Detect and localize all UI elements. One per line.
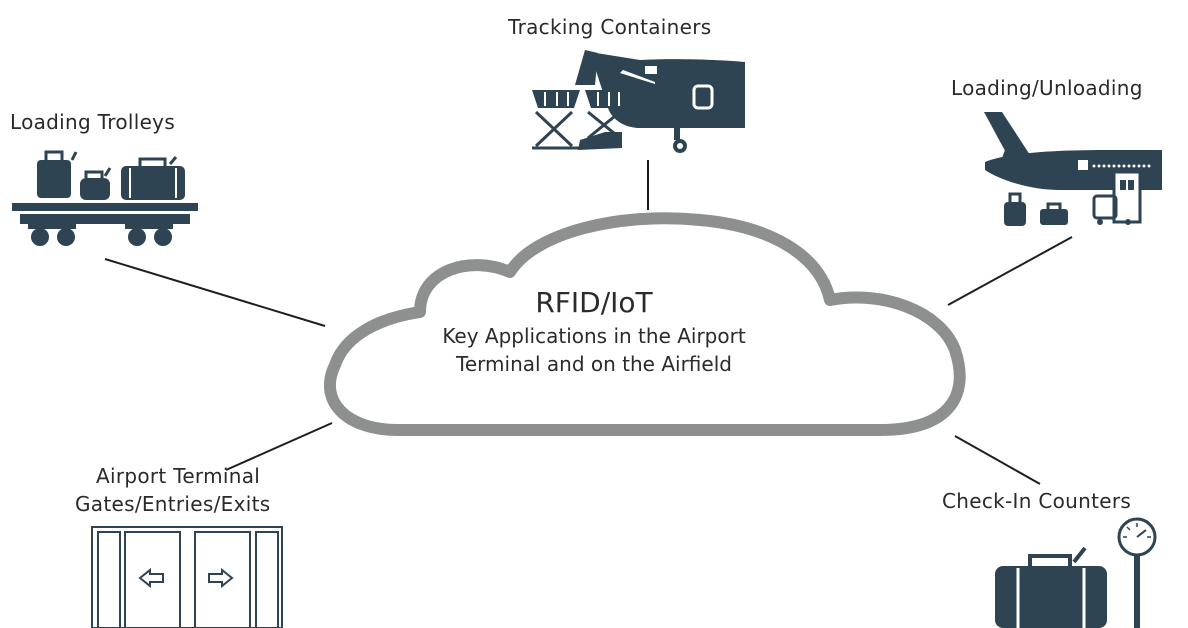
- connector-gates: [225, 422, 333, 471]
- gates-icon: [91, 526, 283, 628]
- rfid-cloud: [324, 212, 966, 436]
- cloud-subtitle-line2: Terminal and on the Airfield: [456, 352, 732, 376]
- cloud-subtitle-line1: Key Applications in the Airport: [442, 324, 746, 348]
- loading-trolleys-icon: [12, 150, 198, 246]
- label-gates-line1: Airport Terminal: [96, 464, 261, 488]
- connector-check-in: [954, 435, 1041, 485]
- cloud-title: RFID/IoT: [535, 286, 653, 319]
- connector-loading-unloading: [947, 236, 1073, 306]
- label-gates-line2: Gates/Entries/Exits: [75, 492, 271, 516]
- connector-loading-trolleys: [104, 258, 326, 327]
- tracking-containers-icon: [532, 50, 745, 153]
- label-tracking-containers: Tracking Containers: [508, 15, 712, 39]
- label-check-in: Check-In Counters: [942, 489, 1132, 513]
- check-in-counters-icon: [995, 517, 1157, 628]
- loading-unloading-icon: [984, 112, 1162, 226]
- label-loading-trolleys: Loading Trolleys: [10, 110, 176, 134]
- label-loading-unloading: Loading/Unloading: [951, 76, 1143, 100]
